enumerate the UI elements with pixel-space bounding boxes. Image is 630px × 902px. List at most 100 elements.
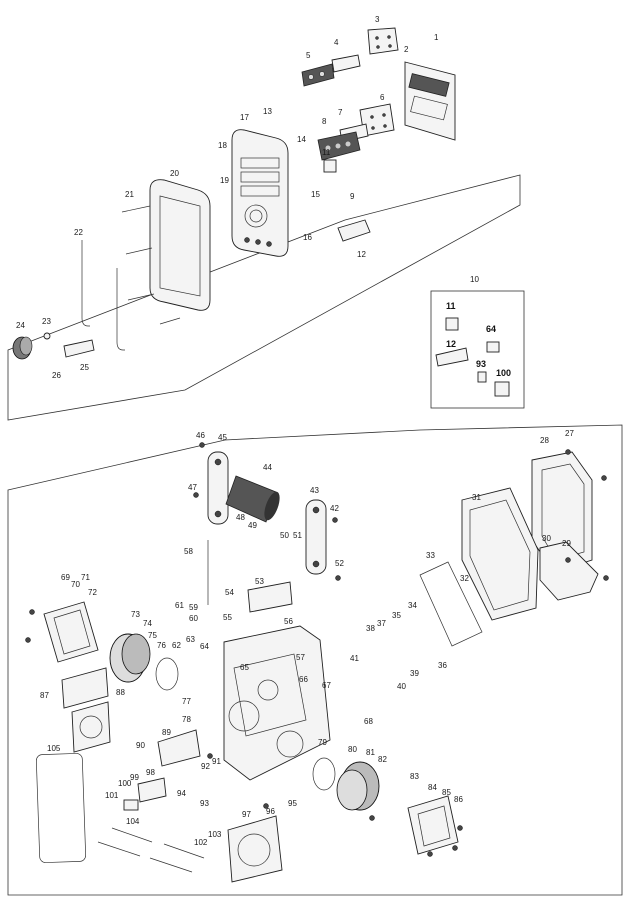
part-20-front-frame bbox=[149, 179, 211, 311]
kit-label-93: 93 bbox=[476, 359, 486, 369]
kit-labels: 11 12 64 93 100 bbox=[446, 301, 511, 378]
label-101: 101 bbox=[105, 791, 119, 800]
label-15: 15 bbox=[311, 190, 320, 199]
kit-label-11: 11 bbox=[446, 301, 456, 311]
label-34: 34 bbox=[408, 601, 417, 610]
label-52: 52 bbox=[335, 559, 344, 568]
label-95: 95 bbox=[288, 799, 297, 808]
label-69: 69 bbox=[61, 573, 70, 582]
label-9: 9 bbox=[350, 192, 355, 201]
part-104-rods bbox=[97, 827, 205, 873]
label-19: 19 bbox=[220, 176, 229, 185]
part-80-right-speaker bbox=[336, 761, 380, 811]
label-82: 82 bbox=[378, 755, 387, 764]
label-53: 53 bbox=[255, 577, 264, 586]
label-37: 37 bbox=[377, 619, 386, 628]
label-24: 24 bbox=[16, 321, 25, 330]
label-98: 98 bbox=[146, 768, 155, 777]
part-8-jack-strip bbox=[317, 131, 361, 161]
label-94: 94 bbox=[177, 789, 186, 798]
kit-label-100: 100 bbox=[496, 368, 511, 378]
label-26: 26 bbox=[52, 371, 61, 380]
part-98-board bbox=[137, 777, 167, 803]
label-76: 76 bbox=[157, 641, 166, 650]
label-91: 91 bbox=[212, 757, 221, 766]
label-1: 1 bbox=[434, 33, 439, 42]
part-69-left-grille bbox=[43, 601, 99, 663]
kit-label-64: 64 bbox=[486, 324, 496, 334]
part-87-plate bbox=[61, 667, 109, 709]
kit-box-10 bbox=[430, 290, 525, 409]
label-56: 56 bbox=[284, 617, 293, 626]
part-65-chassis bbox=[223, 625, 331, 781]
label-62: 62 bbox=[172, 641, 181, 650]
label-51: 51 bbox=[293, 531, 302, 540]
label-49: 49 bbox=[248, 521, 257, 530]
label-93: 93 bbox=[200, 799, 209, 808]
part-33-gasket bbox=[419, 561, 483, 647]
label-100: 100 bbox=[118, 779, 132, 788]
part-97-plate bbox=[227, 815, 283, 883]
label-105: 105 bbox=[47, 744, 61, 753]
part-105-gasket bbox=[35, 753, 87, 863]
label-90: 90 bbox=[136, 741, 145, 750]
kit-parts bbox=[435, 317, 510, 397]
label-8: 8 bbox=[322, 117, 327, 126]
label-57: 57 bbox=[296, 653, 305, 662]
label-68: 68 bbox=[364, 717, 373, 726]
part-75-left-speaker bbox=[109, 633, 151, 683]
label-81: 81 bbox=[366, 748, 375, 757]
part-12-board bbox=[337, 219, 371, 242]
label-88: 88 bbox=[116, 688, 125, 697]
label-58: 58 bbox=[184, 547, 193, 556]
part-23-washer bbox=[43, 332, 51, 340]
part-31-back-cover bbox=[461, 487, 539, 621]
label-86: 86 bbox=[454, 795, 463, 804]
label-54: 54 bbox=[225, 588, 234, 597]
label-80: 80 bbox=[348, 745, 357, 754]
label-78: 78 bbox=[182, 715, 191, 724]
label-45: 45 bbox=[218, 433, 227, 442]
label-72: 72 bbox=[88, 588, 97, 597]
part-2-rear-board bbox=[404, 61, 456, 141]
label-66: 66 bbox=[299, 675, 308, 684]
label-31: 31 bbox=[472, 493, 481, 502]
part-25-bracket bbox=[63, 339, 95, 358]
label-96: 96 bbox=[266, 807, 275, 816]
part-45-bar bbox=[207, 451, 229, 525]
label-27: 27 bbox=[565, 429, 574, 438]
part-17-front-panel bbox=[231, 129, 289, 257]
label-41: 41 bbox=[350, 654, 359, 663]
label-11: 11 bbox=[322, 148, 331, 157]
label-10: 10 bbox=[470, 275, 479, 284]
part-5-connector bbox=[301, 63, 335, 87]
label-77: 77 bbox=[182, 697, 191, 706]
label-38: 38 bbox=[366, 624, 375, 633]
label-70: 70 bbox=[71, 580, 80, 589]
label-79: 79 bbox=[318, 738, 327, 747]
part-44-roller bbox=[225, 475, 280, 523]
label-103: 103 bbox=[208, 830, 222, 839]
label-84: 84 bbox=[428, 783, 437, 792]
label-35: 35 bbox=[392, 611, 401, 620]
label-7: 7 bbox=[338, 108, 343, 117]
label-75: 75 bbox=[148, 631, 157, 640]
part-30-lower-frame bbox=[539, 541, 599, 601]
label-2: 2 bbox=[404, 45, 409, 54]
label-14: 14 bbox=[297, 135, 306, 144]
upper-section-frame bbox=[7, 174, 521, 421]
label-47: 47 bbox=[188, 483, 197, 492]
label-73: 73 bbox=[131, 610, 140, 619]
label-21: 21 bbox=[125, 190, 134, 199]
label-43: 43 bbox=[310, 486, 319, 495]
part-6-plate bbox=[359, 103, 395, 137]
label-6: 6 bbox=[380, 93, 385, 102]
label-102: 102 bbox=[194, 838, 208, 847]
label-28: 28 bbox=[540, 436, 549, 445]
label-32: 32 bbox=[460, 574, 469, 583]
part-3-plate bbox=[367, 27, 399, 55]
label-74: 74 bbox=[143, 619, 152, 628]
label-39: 39 bbox=[410, 669, 419, 678]
lower-section-frame bbox=[7, 424, 623, 896]
